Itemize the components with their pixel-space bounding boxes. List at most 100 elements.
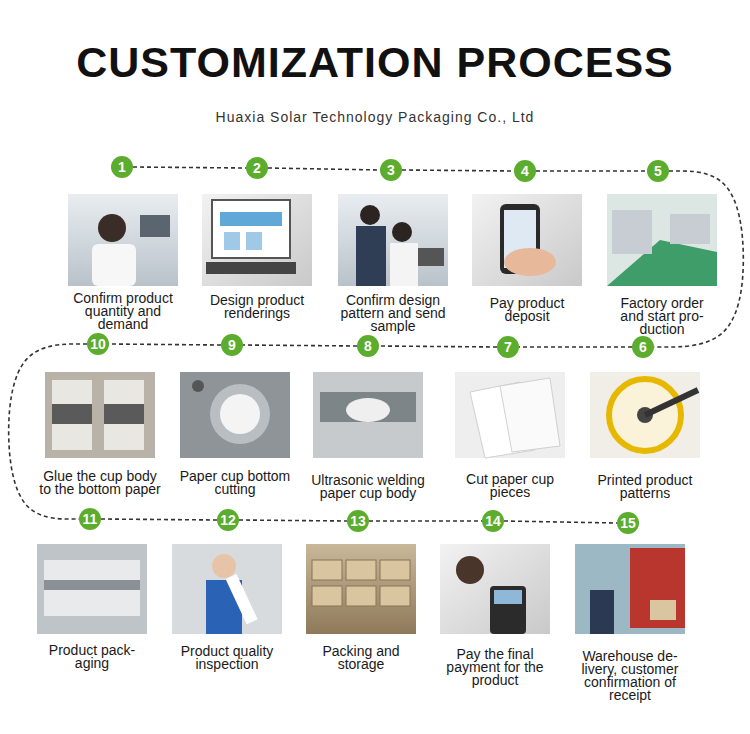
photo-detail [104,404,144,424]
photo-detail [645,390,698,415]
photo-detail [226,574,258,624]
photo-detail [44,580,140,590]
circle-fill [221,334,243,356]
photo-frame [306,544,416,634]
step-number: 7 [497,336,519,358]
photo-frame [590,372,700,458]
step-number-circle: 2 [246,157,268,179]
photo-detail [630,548,685,628]
photo-detail [246,232,262,250]
dashed-connector [519,346,632,348]
photo-detail [98,214,126,242]
photo-detail [224,232,240,250]
photo [172,544,282,634]
dashed-connector [536,170,647,172]
photo-frame [338,194,448,286]
step-caption: Warehouse de- livery, customer confirmat… [574,650,686,702]
photo-detail [206,262,296,274]
step-number-circle: 1 [111,156,133,178]
step-number-circle: 5 [647,160,669,182]
photo-detail [212,200,290,258]
photo-frame [313,372,423,458]
circle-fill [111,156,133,178]
circle-fill [514,160,536,182]
photo-detail [192,380,204,392]
step-caption: Ultrasonic welding paper cup body [306,474,430,500]
step-number-circle: 4 [514,160,536,182]
photo-frame [472,194,582,286]
photo-frame [45,372,155,458]
photo-detail [312,586,342,606]
step-number: 11 [79,508,101,530]
step-caption: Paper cup bottom cutting [175,470,295,496]
photo-detail [504,248,556,276]
step-number: 8 [357,335,379,357]
photo [472,194,582,286]
step-number: 13 [347,510,369,532]
photo-detail [456,556,484,584]
step-number-circle: 14 [482,510,504,532]
circle-fill [87,333,109,355]
dashed-connector [268,168,380,170]
photo [68,194,178,286]
step-number-circle: 9 [221,334,243,356]
step-caption: Printed product patterns [585,474,705,500]
photo-frame [68,194,178,286]
circle-fill [482,510,504,532]
dashed-connector [243,345,357,346]
photo-frame [172,544,282,634]
step-number: 14 [482,510,504,532]
step-number: 2 [246,157,268,179]
step-number: 12 [217,509,239,531]
photo-detail [494,590,522,604]
step-caption: Product quality inspection [165,645,289,671]
step-number: 1 [111,156,133,178]
photo-detail [390,243,418,286]
photo-detail [356,226,386,286]
photo [180,372,290,458]
step-number-circle: 13 [347,510,369,532]
dashed-connector [133,167,246,168]
photo-detail [392,222,412,242]
photo [607,194,717,286]
step-number-circle: 15 [617,512,639,534]
photo-frame [180,372,290,458]
photo-detail [140,215,170,237]
photo-detail [612,210,652,254]
step-caption: Glue the cup body to the bottom paper [38,470,162,496]
photo-detail [418,248,444,266]
dashed-connector [239,520,347,521]
circle-fill [380,159,402,181]
photo-detail [380,560,410,580]
photo [313,372,423,458]
photo [202,194,312,286]
dashed-connector [109,344,221,345]
step-caption: Design product renderings [195,294,319,320]
photo-detail [346,586,376,606]
photo-detail [346,560,376,580]
photo-detail [670,214,710,244]
step-number-circle: 7 [497,336,519,358]
step-caption: Factory order and start pro- duction [607,297,717,336]
photo-detail [210,384,270,444]
photo-detail [212,554,236,578]
step-number-circle: 6 [632,336,654,358]
photo-detail [346,398,390,422]
circle-fill [246,157,268,179]
circle-fill [617,512,639,534]
photo [590,372,700,458]
step-number: 3 [380,159,402,181]
photo-detail [380,586,410,606]
photo-detail [52,404,92,424]
photo-detail [312,560,342,580]
photo [575,544,685,634]
step-number: 4 [514,160,536,182]
step-number: 15 [617,512,639,534]
dashed-connector [402,170,514,171]
photo [306,544,416,634]
circle-fill [79,508,101,530]
photo [37,544,147,634]
photo-frame [607,194,717,286]
circle-fill [217,509,239,531]
photo-detail [650,600,676,620]
